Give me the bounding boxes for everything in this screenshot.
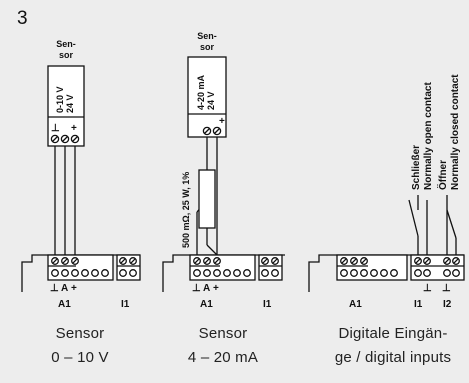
no-contact-de: Schließer bbox=[411, 145, 422, 190]
sensor-2-plus: + bbox=[219, 116, 225, 127]
sensor-1-plus: + bbox=[71, 123, 77, 134]
block-3-ground-1: ⊥ bbox=[423, 283, 432, 294]
sensor-screws-1 bbox=[50, 134, 80, 144]
nc-contact-switch bbox=[446, 209, 457, 239]
caption-2-line2: 4 – 20 mA bbox=[187, 349, 259, 366]
caption-3: Digitale Eingän- ge / digital inputs bbox=[318, 322, 468, 370]
panel-1 bbox=[21, 65, 141, 292]
no-contact-switch bbox=[408, 199, 419, 237]
terminal-block-2 bbox=[189, 254, 256, 281]
resistor-label: 500 mΩ, 25 W, 1% bbox=[181, 172, 191, 248]
sensor-box-2 bbox=[187, 56, 227, 138]
caption-2: Sensor 4 – 20 mA bbox=[153, 322, 293, 370]
sensor-1-ground: ⊥ bbox=[51, 123, 60, 134]
terminal-screws-top-1 bbox=[51, 257, 79, 265]
sensor-1-supply: 24 V bbox=[65, 94, 75, 113]
panel-2 bbox=[162, 56, 285, 292]
block-3-ground-2: ⊥ bbox=[442, 283, 451, 294]
caption-1-line1: Sensor bbox=[55, 325, 105, 342]
caption-1-line2: 0 – 10 V bbox=[51, 349, 109, 366]
sensor-2-title-2: sor bbox=[200, 42, 215, 52]
caption-2-line1: Sensor bbox=[198, 325, 248, 342]
figure-number: 3 bbox=[17, 8, 28, 29]
block-3-a1: A1 bbox=[349, 299, 362, 310]
sensor-2-title-1: Sen- bbox=[197, 31, 217, 41]
block-1-a: A bbox=[61, 283, 68, 294]
block-2-ground: ⊥ bbox=[192, 283, 201, 294]
caption-3-line1: Digitale Eingän- bbox=[338, 325, 448, 342]
sensor-1-title-2: sor bbox=[59, 50, 74, 60]
sensor-screws-2 bbox=[202, 126, 222, 136]
resistor bbox=[198, 169, 216, 229]
nc-contact-de: Öffner bbox=[436, 160, 449, 190]
block-1-ground: ⊥ bbox=[50, 283, 59, 294]
block-2-a: A bbox=[203, 283, 210, 294]
sensor-box-1 bbox=[47, 65, 85, 147]
block-2-plus: + bbox=[213, 283, 219, 294]
block-3-i1: I1 bbox=[414, 299, 423, 310]
sensor-2-signal: 4-20 mA bbox=[196, 74, 206, 110]
sensor-2-supply: 24 V bbox=[206, 91, 216, 110]
block-2-a1: A1 bbox=[200, 299, 213, 310]
nc-contact-en: Normally closed contact bbox=[450, 74, 461, 190]
sensor-1-signal: 0-10 V bbox=[55, 86, 65, 113]
block-1-plus: + bbox=[71, 283, 77, 294]
terminal-block-1 bbox=[47, 254, 114, 281]
no-contact-en: Normally open contact bbox=[423, 82, 434, 190]
terminal-holes-1 bbox=[51, 269, 109, 277]
block-1-i1: I1 bbox=[121, 299, 130, 310]
block-2-i1: I1 bbox=[263, 299, 272, 310]
caption-3-line2: ge / digital inputs bbox=[334, 349, 452, 366]
block-3-i2: I2 bbox=[443, 299, 452, 310]
caption-1: Sensor 0 – 10 V bbox=[10, 322, 150, 370]
panel-3 bbox=[308, 195, 465, 292]
block-1-a1: A1 bbox=[58, 299, 71, 310]
sensor-1-title-1: Sen- bbox=[56, 39, 76, 49]
